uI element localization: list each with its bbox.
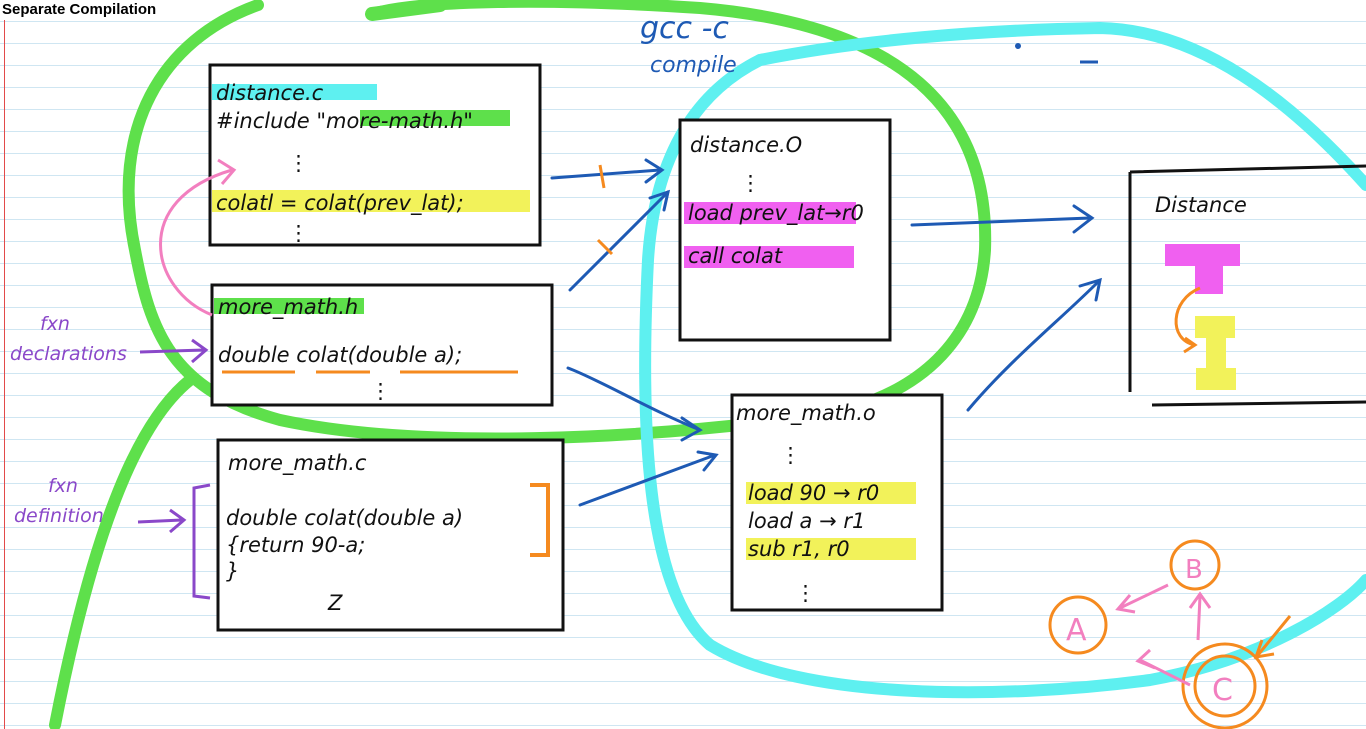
svg-text:definition: definition bbox=[14, 505, 104, 527]
more-math-o-box: more_math.o ⋮ load 90 → r0 load a → r1 s… bbox=[730, 393, 944, 612]
node-c-label: C bbox=[1212, 673, 1233, 708]
distance-o-instr2: call colat bbox=[688, 244, 783, 268]
more-math-o-ellipsis: ⋮ bbox=[780, 443, 801, 467]
executable-filename: Distance bbox=[1155, 193, 1247, 217]
more-math-o-instr3: sub r1, r0 bbox=[748, 537, 850, 561]
more-math-h-declaration: double colat(double a); bbox=[218, 343, 462, 367]
orange-ticks bbox=[596, 164, 614, 256]
include-arrow bbox=[159, 168, 233, 317]
distance-o-filename: distance.O bbox=[690, 133, 802, 157]
more-math-h-box: more_math.h double colat(double a); ⋮ bbox=[210, 283, 554, 407]
green-stroke-left bbox=[49, 374, 196, 729]
more-math-o-ellipsis-2: ⋮ bbox=[795, 581, 816, 605]
cyan-highlight-top bbox=[754, 21, 1366, 191]
more-math-h-ellipsis: ⋮ bbox=[370, 379, 391, 403]
more-math-o-instr2: load a → r1 bbox=[748, 509, 865, 533]
distance-o-box: distance.O ⋮ load prev_lat→r0 call colat bbox=[678, 118, 892, 342]
more-math-c-box: more_math.c double colat(double a) {retu… bbox=[216, 438, 565, 632]
squiggle-mark: Z bbox=[327, 591, 343, 615]
node-b bbox=[1169, 539, 1221, 591]
distance-c-ellipsis-2: ⋮ bbox=[288, 221, 309, 245]
more-math-o-filename: more_math.o bbox=[736, 401, 876, 426]
node-a bbox=[1048, 595, 1108, 655]
cyan-highlight-loop bbox=[639, 54, 1366, 699]
blue-arrows bbox=[550, 158, 1102, 507]
graph-diagram: A B C bbox=[1048, 539, 1292, 729]
definition-label: fxn definition bbox=[14, 475, 211, 600]
green-stroke-top bbox=[365, 0, 447, 21]
margin-line bbox=[4, 0, 5, 729]
distance-c-include: #include "more-math.h" bbox=[216, 109, 473, 133]
node-a-label: A bbox=[1066, 613, 1087, 648]
more-math-c-filename: more_math.c bbox=[228, 451, 367, 476]
command-annotation: gcc -c bbox=[640, 11, 729, 46]
declarations-label: fxn declarations bbox=[10, 313, 209, 365]
more-math-c-body: {return 90-a; bbox=[226, 533, 365, 557]
compile-annotation: compile bbox=[650, 53, 737, 78]
distance-o-ellipsis: ⋮ bbox=[740, 171, 761, 195]
more-math-c-definition: double colat(double a) bbox=[226, 506, 463, 530]
more-math-c-close: } bbox=[226, 559, 239, 583]
page-title: Separate Compilation bbox=[0, 0, 161, 20]
distance-executable-box: Distance bbox=[1128, 164, 1366, 407]
svg-text:fxn: fxn bbox=[48, 475, 78, 497]
svg-text:declarations: declarations bbox=[10, 343, 127, 365]
node-c bbox=[1193, 654, 1257, 718]
distance-c-ellipsis: ⋮ bbox=[288, 151, 309, 175]
more-math-h-filename: more_math.h bbox=[218, 295, 358, 320]
node-b-label: B bbox=[1185, 555, 1203, 585]
distance-c-statement: colatl = colat(prev_lat); bbox=[216, 191, 464, 216]
ink-dot bbox=[1015, 43, 1021, 49]
distance-c-filename: distance.c bbox=[216, 81, 324, 105]
distance-c-box: distance.c #include "more-math.h" ⋮ cola… bbox=[208, 63, 542, 247]
distance-o-instr1: load prev_lat→r0 bbox=[688, 201, 864, 226]
more-math-o-instr1: load 90 → r0 bbox=[748, 481, 879, 505]
svg-text:fxn: fxn bbox=[40, 313, 70, 335]
